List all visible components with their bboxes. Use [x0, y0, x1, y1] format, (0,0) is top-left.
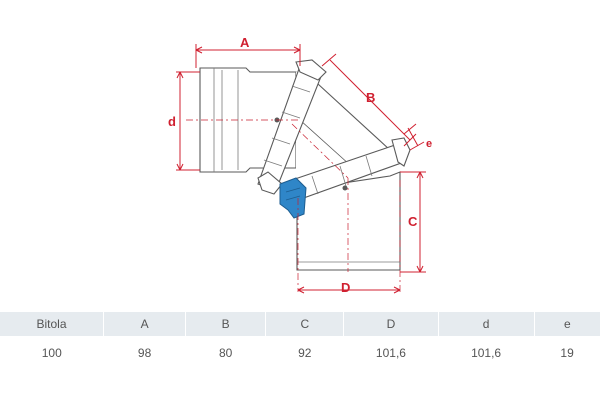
label-C: C — [408, 214, 418, 229]
axis-lines — [186, 119, 401, 292]
table-cell: 98 — [137, 346, 152, 360]
column-header: D — [343, 312, 439, 336]
table-cell: 80 — [219, 346, 233, 360]
elbow-fitting-drawing: A d B e C D — [168, 35, 432, 295]
column-header: C — [265, 312, 344, 336]
table-cell: 100 — [41, 346, 62, 360]
table-cell: 101,6 — [471, 346, 502, 360]
column-header: B — [185, 312, 266, 336]
dimension-lines — [176, 44, 426, 294]
label-d: d — [168, 114, 176, 129]
table-row: 100 98 80 92 101,6 101,6 19 — [0, 336, 600, 370]
column-header: Bitola — [0, 312, 104, 336]
blue-seal-icon — [279, 177, 307, 219]
column-header: A — [103, 312, 186, 336]
column-header: d — [437, 312, 535, 336]
label-B: B — [366, 90, 375, 105]
label-A: A — [240, 35, 250, 50]
spec-table: Bitola A B C D d e 100 98 80 92 101,6 10… — [0, 312, 600, 370]
table-cell: 92 — [298, 346, 312, 360]
table-header-row: Bitola A B C D d e — [0, 312, 600, 336]
table-cell: 101,6 — [375, 346, 406, 360]
table-cell: 19 — [560, 346, 574, 360]
label-D: D — [341, 280, 350, 295]
label-e: e — [426, 138, 432, 150]
column-header: e — [533, 312, 600, 336]
collar-diagonal — [257, 59, 327, 195]
